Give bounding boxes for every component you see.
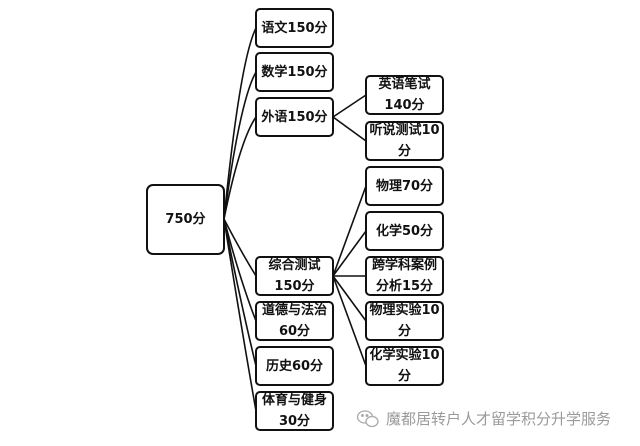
node-chinese: 语文150分 xyxy=(255,8,334,48)
node-comprehensive-test: 综合测试150分 xyxy=(255,256,334,296)
node-math: 数学150分 xyxy=(255,52,334,92)
connector xyxy=(223,218,257,367)
node-morality-law: 道德与法治60分 xyxy=(255,301,334,341)
node-chemistry: 化学50分 xyxy=(365,211,444,251)
connector xyxy=(223,218,257,322)
node-foreign-language: 外语150分 xyxy=(255,97,334,137)
connector xyxy=(223,218,257,412)
connector xyxy=(332,94,367,118)
connector xyxy=(223,71,257,220)
node-physics: 物理70分 xyxy=(365,166,444,206)
wechat-icon xyxy=(356,409,379,427)
watermark-text: 魔都居转户人才留学积分升学服务 xyxy=(386,410,612,428)
node-interdisciplinary: 跨学科案例分析15分 xyxy=(365,256,444,296)
node-listening-speaking: 听说测试10分 xyxy=(365,121,444,161)
connector xyxy=(332,185,367,277)
connector xyxy=(332,275,367,322)
root-node-total: 750分 xyxy=(146,184,225,255)
connector xyxy=(223,218,257,277)
node-english-written: 英语笔试140分 xyxy=(365,75,444,115)
connector xyxy=(332,275,367,367)
watermark: 魔都居转户人才留学积分升学服务 xyxy=(356,408,611,429)
connector xyxy=(332,230,367,277)
node-history: 历史60分 xyxy=(255,346,334,386)
node-chemistry-lab: 化学实验10分 xyxy=(365,346,444,386)
node-pe-health: 体育与健身30分 xyxy=(255,391,334,431)
connector xyxy=(223,116,257,220)
connector xyxy=(332,116,367,142)
node-physics-lab: 物理实验10分 xyxy=(365,301,444,341)
connector xyxy=(223,27,257,220)
